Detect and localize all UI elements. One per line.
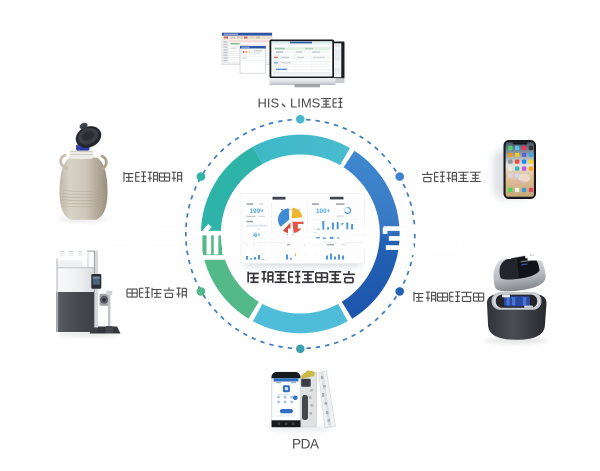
svg-text:199+: 199+	[250, 208, 265, 215]
svg-text:56+: 56+	[251, 233, 262, 239]
svg-text:100+: 100+	[316, 208, 331, 215]
svg-text:LIMS: LIMS	[290, 96, 321, 111]
svg-text:PDA: PDA	[292, 436, 319, 451]
svg-text:HIS: HIS	[258, 96, 280, 111]
